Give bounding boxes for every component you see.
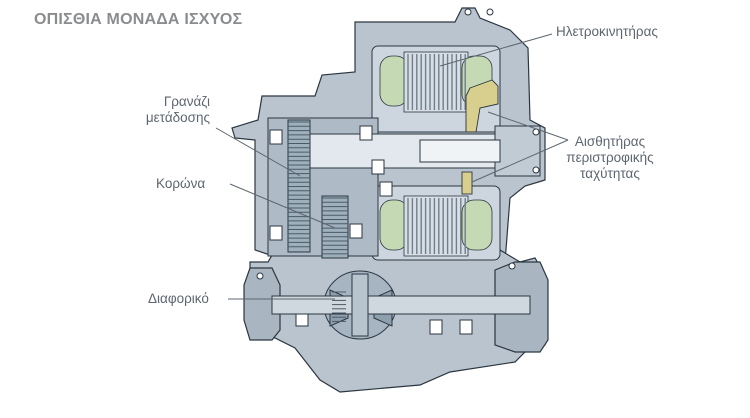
shaft-hub bbox=[419, 139, 501, 163]
bearings bbox=[269, 125, 473, 335]
crown-gear-body bbox=[321, 195, 349, 259]
bearing bbox=[349, 223, 363, 239]
bearing bbox=[269, 225, 283, 241]
sensor-leader-2 bbox=[471, 139, 569, 183]
transmission-gear-label-line1: Γρανάζι bbox=[163, 94, 210, 109]
bearing bbox=[269, 129, 283, 145]
bolt bbox=[256, 272, 264, 280]
bolt bbox=[464, 8, 472, 16]
speed-sensor-label-line3: ταχύτητας bbox=[580, 166, 640, 181]
left-flange bbox=[243, 267, 281, 341]
upper-lamination-lines bbox=[407, 54, 466, 110]
bearing bbox=[379, 181, 393, 197]
motor-leader bbox=[439, 33, 553, 67]
speed-sensor bbox=[461, 79, 499, 195]
crown-gear bbox=[321, 195, 349, 259]
lower-winding-right bbox=[461, 199, 493, 251]
speed-sensor-label: Αισθητήρας περιστροφικής ταχύτητας bbox=[555, 134, 665, 182]
motor-label: Ηλετροκινητήρας bbox=[556, 24, 658, 39]
crown-leader bbox=[229, 183, 336, 229]
bolts bbox=[256, 8, 540, 280]
page-title: ΟΠΙΣΘΙΑ ΜΟΝΑΔΑ ΙΣΧΥΟΣ bbox=[34, 11, 243, 28]
transmission-gear-label-line2: μετάδοσης bbox=[145, 110, 210, 125]
differential-pin bbox=[351, 273, 369, 337]
shaft-end bbox=[494, 125, 541, 177]
differential bbox=[271, 270, 531, 340]
bearing bbox=[359, 125, 373, 141]
lower-stator bbox=[379, 195, 493, 257]
crown-label: Κορώνα bbox=[156, 176, 206, 191]
bolt bbox=[508, 262, 516, 270]
differential-label: Διαφορικό bbox=[148, 291, 209, 306]
sensor-leader bbox=[487, 111, 569, 141]
bearing bbox=[429, 319, 443, 335]
speed-sensor-label-line2: περιστροφικής bbox=[566, 150, 654, 165]
rotor-shaft bbox=[299, 125, 541, 177]
bearing bbox=[371, 159, 385, 175]
bearing bbox=[459, 319, 473, 335]
lower-lamination-lines bbox=[407, 198, 466, 254]
bolt bbox=[532, 166, 540, 174]
differential-gear-teeth bbox=[332, 291, 346, 322]
transmission-gear-label: Γρανάζι μετάδοσης bbox=[110, 94, 210, 126]
lower-stator-core bbox=[403, 195, 469, 257]
gear-leader bbox=[215, 127, 301, 177]
crown-gear-teeth bbox=[322, 197, 348, 255]
transmission-gear-teeth bbox=[288, 121, 310, 248]
sensor-ring bbox=[461, 171, 473, 195]
speed-sensor-label-line1: Αισθητήρας bbox=[574, 134, 646, 149]
upper-stator-core bbox=[403, 51, 469, 113]
sensor-body bbox=[465, 79, 499, 133]
bolt bbox=[486, 8, 494, 16]
leader-lines bbox=[215, 33, 569, 300]
